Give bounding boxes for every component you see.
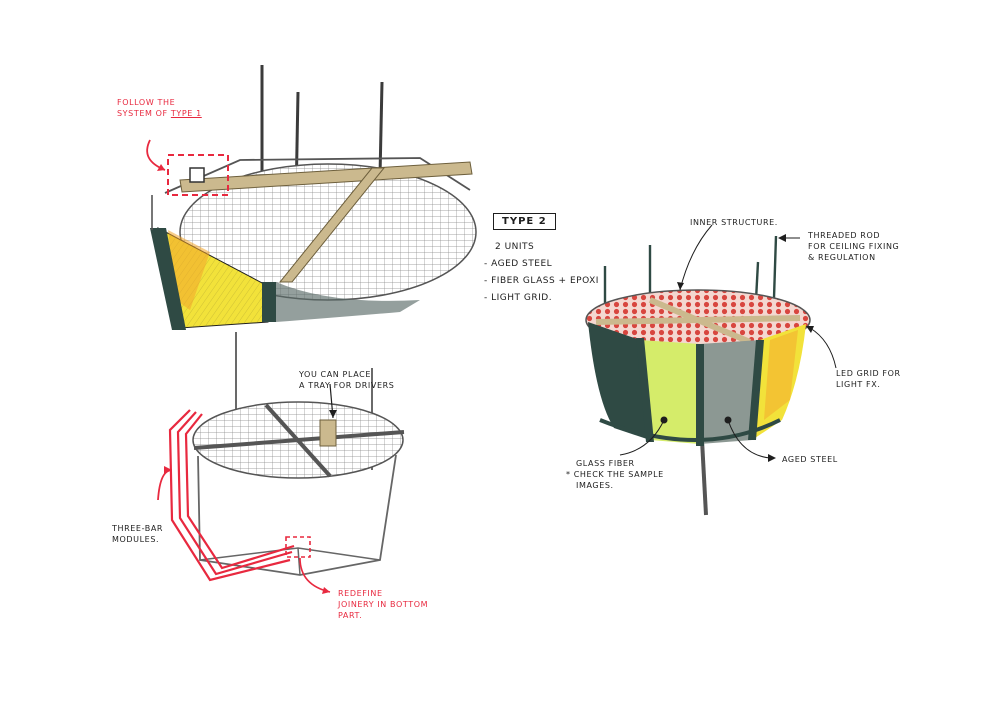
threaded-rod-note: THREADED ROD FOR CEILING FIXING & REGULA… bbox=[808, 230, 899, 263]
threaded-rod-line3: & REGULATION bbox=[808, 253, 876, 262]
type1-bottom-sketch bbox=[157, 332, 405, 594]
glass-fiber-line2: * CHECK THE SAMPLE bbox=[566, 470, 664, 479]
follow-type1-prefix: SYSTEM OF bbox=[117, 109, 171, 118]
follow-type1-line2: SYSTEM OF TYPE 1 bbox=[117, 108, 202, 119]
type2-spec-3: - LIGHT GRID. bbox=[484, 293, 553, 303]
led-grid-note: LED GRID FOR LIGHT FX. bbox=[836, 368, 901, 390]
redefine-line2: JOINERY IN BOTTOM bbox=[338, 600, 429, 609]
three-bar-line1: THREE-BAR bbox=[112, 524, 164, 533]
type1-top-sketch bbox=[146, 65, 477, 330]
redefine-line1: REDEFINE bbox=[338, 589, 383, 598]
tray-note-line1: YOU CAN PLACE bbox=[299, 370, 371, 379]
inner-structure-note: INNER STRUCTURE. bbox=[690, 218, 778, 227]
follow-type1-note: FOLLOW THE SYSTEM OF TYPE 1 bbox=[117, 97, 202, 119]
glass-fiber-line1: GLASS FIBER bbox=[576, 459, 635, 468]
threaded-rod-line1: THREADED ROD bbox=[808, 231, 881, 240]
type2-spec-2: - FIBER GLASS + EPOXI bbox=[484, 276, 599, 286]
glass-fiber-note: GLASS FIBER * CHECK THE SAMPLE IMAGES. bbox=[566, 458, 664, 491]
type2-title: TYPE 2 bbox=[493, 213, 556, 230]
tray-note-line2: A TRAY FOR DRIVERS bbox=[299, 381, 395, 390]
tray-note: YOU CAN PLACE A TRAY FOR DRIVERS bbox=[299, 369, 394, 391]
redefine-line3: PART. bbox=[338, 611, 363, 620]
type2-units: 2 UNITS bbox=[495, 242, 535, 252]
threaded-rod-line2: FOR CEILING FIXING bbox=[808, 242, 900, 251]
glass-fiber-line3: IMAGES. bbox=[576, 481, 614, 490]
follow-type1-line1: FOLLOW THE bbox=[117, 98, 176, 107]
aged-steel-note: AGED STEEL bbox=[782, 455, 838, 464]
three-bar-note: THREE-BAR MODULES. bbox=[112, 523, 163, 545]
three-bar-line2: MODULES. bbox=[112, 535, 160, 544]
type2-spec-1: - AGED STEEL bbox=[484, 259, 553, 269]
follow-type1-emph: TYPE 1 bbox=[170, 109, 202, 118]
redefine-note: REDEFINE JOINERY IN BOTTOM PART. bbox=[338, 588, 428, 621]
type2-sketch bbox=[585, 224, 837, 516]
led-grid-line1: LED GRID FOR bbox=[836, 369, 901, 378]
led-grid-line2: LIGHT FX. bbox=[836, 380, 881, 389]
